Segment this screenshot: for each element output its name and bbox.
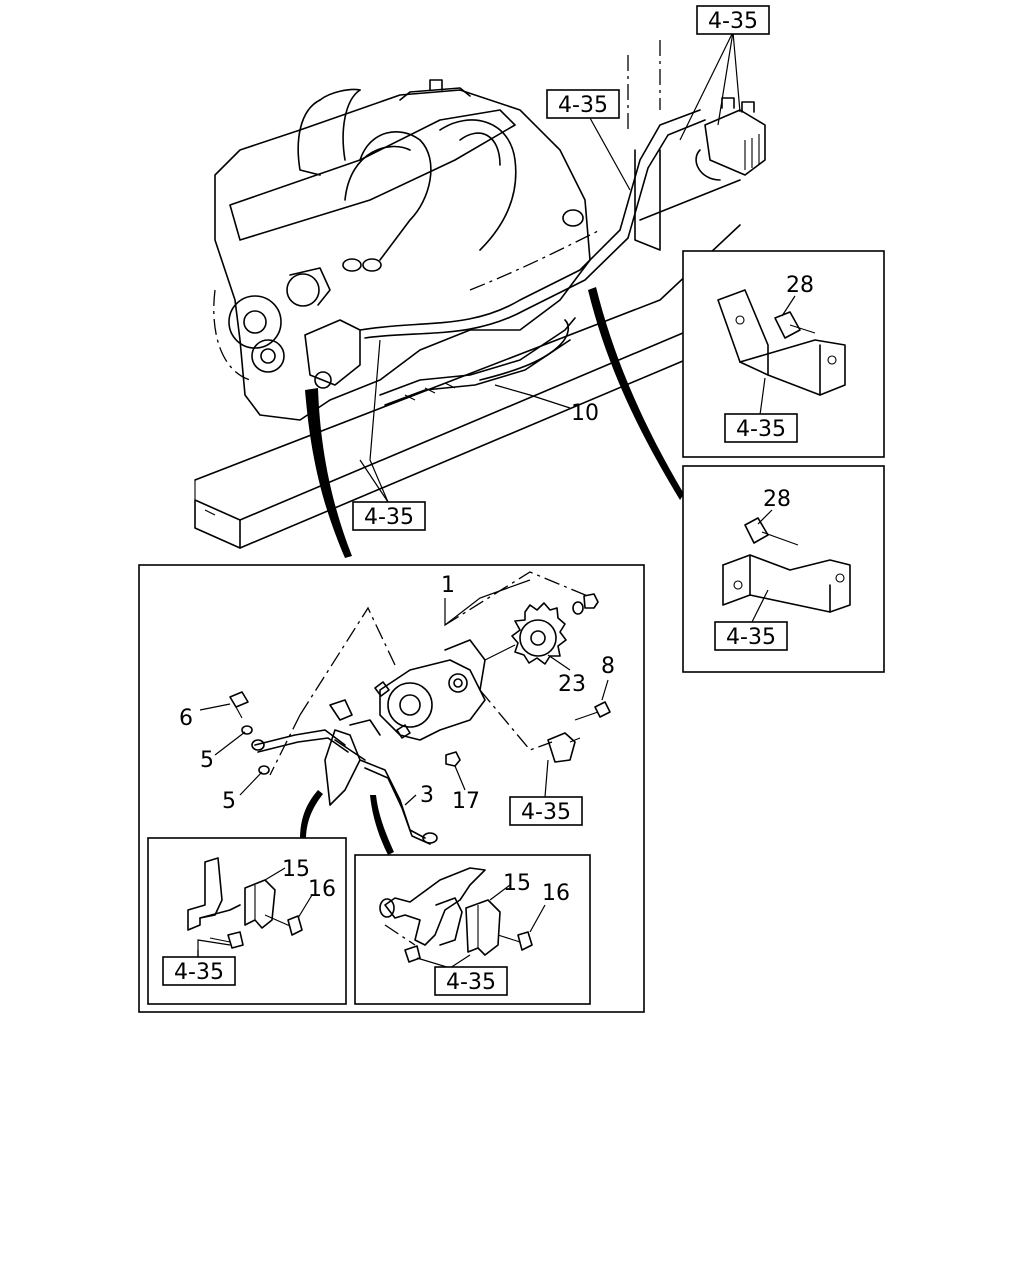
callout-28-upper: 28: [786, 273, 814, 298]
ref-label-bracket-lower: 4-35: [726, 625, 776, 650]
ref-box-clamp-left: [162, 956, 236, 986]
top-leaders: [359, 31, 741, 503]
bracket-detail-box-upper: 28 4-35: [682, 250, 885, 458]
callout-17: 17: [452, 789, 480, 814]
ref-label-bracket-upper: 4-35: [736, 417, 786, 442]
callout-10: 10: [571, 401, 599, 426]
callout-3: 3: [420, 783, 434, 808]
callout-16-left: 16: [308, 877, 336, 902]
top-labels: 4-35 4-35 4-35 10: [352, 5, 770, 531]
ref-box-top-right: [696, 5, 770, 35]
ref-box-upper: [546, 89, 620, 119]
callout-5-lower: 5: [222, 789, 236, 814]
ref-box-clamp-right: [434, 966, 508, 996]
callout-5-upper: 5: [200, 748, 214, 773]
clamp-detail-box-right: 15 16 4-35: [354, 854, 591, 1005]
ref-box-bracket-lower: [714, 621, 788, 651]
ref-box-pump: [509, 796, 583, 826]
callout-16-right: 16: [542, 881, 570, 906]
ref-label-engine-bottom: 4-35: [364, 505, 414, 530]
callout-6: 6: [179, 706, 193, 731]
engine-assembly: [194, 40, 766, 558]
callout-15-left: 15: [282, 857, 310, 882]
ref-box-bracket-upper: [724, 413, 798, 443]
ref-label-upper: 4-35: [558, 93, 608, 118]
callout-15-right: 15: [503, 871, 531, 896]
callout-1: 1: [441, 573, 455, 598]
ref-label-clamp-right: 4-35: [446, 970, 496, 995]
bracket-detail-box-lower: 28 4-35: [682, 465, 885, 673]
ref-label-top-right: 4-35: [708, 9, 758, 34]
clamp-detail-box-left: 15 16 4-35: [147, 837, 347, 1005]
callout-23: 23: [558, 672, 586, 697]
callout-8: 8: [601, 654, 615, 679]
callout-28-lower: 28: [763, 487, 791, 512]
ref-label-pump: 4-35: [521, 800, 571, 825]
ref-box-engine-bottom: [352, 501, 426, 531]
ref-label-clamp-left: 4-35: [174, 960, 224, 985]
